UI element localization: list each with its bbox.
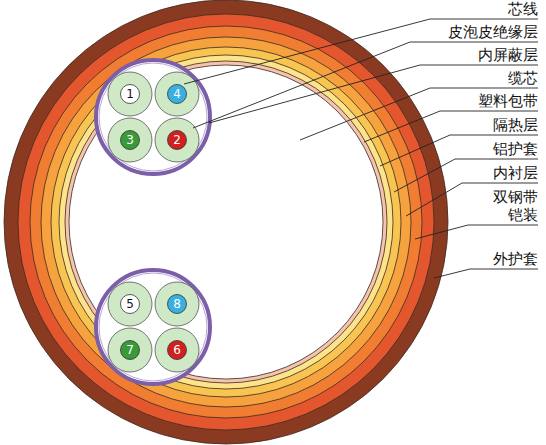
core-number: 5 xyxy=(120,294,140,314)
part-label: 双钢带 铠装 xyxy=(492,188,539,224)
inner-shield xyxy=(99,273,207,381)
part-label: 皮泡皮绝缘层 xyxy=(448,23,538,41)
core-number: 8 xyxy=(167,294,187,314)
core-insulation xyxy=(155,118,199,162)
core-insulation xyxy=(108,328,152,372)
armor-ring xyxy=(18,14,434,430)
leader-line xyxy=(184,19,538,84)
heat-insulation-ring xyxy=(59,55,393,389)
core-number: 2 xyxy=(167,130,187,150)
part-label: 塑料包带 xyxy=(478,92,538,110)
core-insulation xyxy=(108,282,152,326)
core-number: 1 xyxy=(120,84,140,104)
core-number: 4 xyxy=(167,84,187,104)
core-number-text: 5 xyxy=(126,297,134,311)
leader-line xyxy=(415,225,538,239)
leader-line xyxy=(300,88,538,140)
armor-ring xyxy=(30,26,422,418)
core-insulation xyxy=(108,72,152,116)
core-dot-circle xyxy=(168,85,187,104)
part-label: 铝护套 xyxy=(493,140,538,158)
core-dot-circle xyxy=(168,131,187,150)
plastic-tape-ring xyxy=(65,61,387,383)
core-number-text: 6 xyxy=(173,343,181,357)
core-number-text: 2 xyxy=(173,133,181,147)
leader-line xyxy=(394,159,538,192)
core-number-text: 4 xyxy=(173,87,181,101)
core-dot-circle xyxy=(121,85,140,104)
inner-shield xyxy=(96,270,210,384)
core-dot-circle xyxy=(121,295,140,314)
part-label: 内衬层 xyxy=(493,164,538,182)
part-label: 内屏蔽层 xyxy=(478,46,538,64)
core-dot-circle xyxy=(168,295,187,314)
core-number-text: 1 xyxy=(126,87,134,101)
part-label: 缆芯 xyxy=(508,69,538,87)
pair-group xyxy=(96,270,210,384)
core-number-text: 7 xyxy=(126,343,134,357)
core-dot-circle xyxy=(168,341,187,360)
core-number: 7 xyxy=(120,340,140,360)
core-insulation xyxy=(108,118,152,162)
outer-sheath xyxy=(4,0,448,444)
core-dot-circle xyxy=(121,341,140,360)
inner-shield xyxy=(96,60,210,174)
core-insulation xyxy=(155,282,199,326)
core-insulation xyxy=(155,328,199,372)
core-number: 3 xyxy=(120,130,140,150)
leader-line xyxy=(434,269,538,278)
leader-line xyxy=(380,135,538,166)
part-label: 隔热层 xyxy=(493,116,538,134)
part-label: 芯线 xyxy=(508,0,538,18)
leader-line xyxy=(364,111,538,142)
aluminium-sheath-ring xyxy=(51,47,401,397)
pair-group xyxy=(96,60,210,174)
core-insulation xyxy=(155,72,199,116)
core-dot-circle xyxy=(121,131,140,150)
part-label: 外护套 xyxy=(493,250,538,268)
inner-shield xyxy=(99,63,207,171)
leader-line xyxy=(209,65,538,123)
inner-lining-ring xyxy=(41,37,411,407)
core-number: 6 xyxy=(167,340,187,360)
leader-line xyxy=(193,42,538,128)
core-number-text: 3 xyxy=(126,133,134,147)
core-number-text: 8 xyxy=(173,297,181,311)
